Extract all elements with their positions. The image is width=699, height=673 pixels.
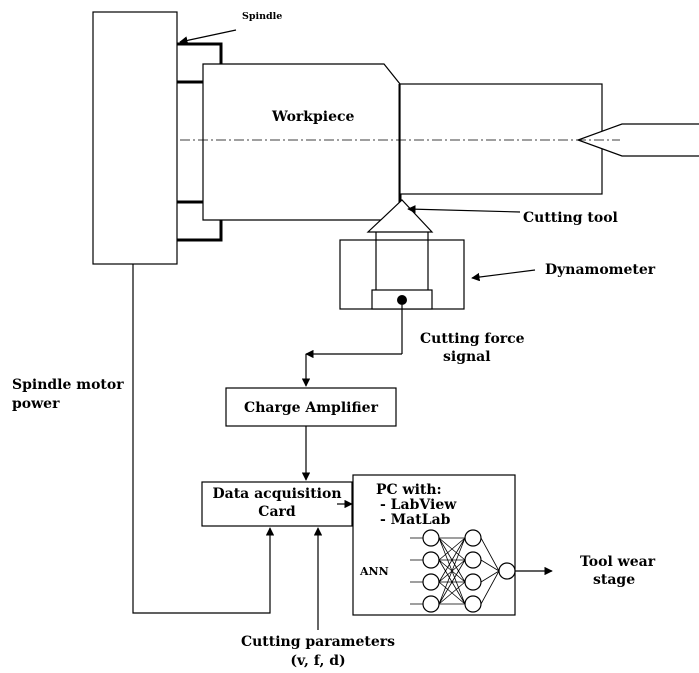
pc-heading: PC with: <box>376 482 442 498</box>
charge-amplifier-box <box>225 387 397 427</box>
daq-label-1: Data acquisition <box>212 486 341 502</box>
dynamometer-arrow <box>471 269 536 282</box>
tool-holder <box>375 232 429 290</box>
ann-neurons <box>422 529 516 613</box>
ann-label: ANN <box>359 565 389 578</box>
cutting-force-label-2: signal <box>443 349 491 365</box>
spindle-motor-label-2: power <box>12 396 60 412</box>
tool-wear-label-1: Tool wear <box>580 554 656 570</box>
cutting-tool-arrow <box>407 205 521 214</box>
ann-network <box>410 537 500 605</box>
daq-label-2: Card <box>258 504 296 520</box>
cutting-tool <box>366 199 434 233</box>
cutting-force-label-1: Cutting force <box>420 331 525 347</box>
pc-item-labview: - LabView <box>380 497 457 513</box>
spindle-label: Spindle <box>242 11 282 22</box>
workpiece-body <box>202 63 401 221</box>
dynamometer-label: Dynamometer <box>545 262 656 278</box>
pc-item-matlab: - MatLab <box>380 512 451 528</box>
cutting-params-label-1: Cutting parameters <box>241 634 395 650</box>
headstock-body <box>92 11 178 265</box>
sensor-output-dot <box>397 295 407 305</box>
spindle-power-line <box>132 264 275 614</box>
cutting-params-label-2: (v, f, d) <box>290 653 345 669</box>
daq-card-box <box>201 481 353 527</box>
cutting-tool-label: Cutting tool <box>523 210 618 226</box>
charge-amplifier-label: Charge Amplifier <box>244 400 379 416</box>
tool-wear-label-2: stage <box>593 572 635 588</box>
workpiece-label: Workpiece <box>271 109 355 125</box>
workpiece-turned-section <box>399 83 603 195</box>
spindle-arrow <box>179 29 237 45</box>
spindle-motor-label-1: Spindle motor <box>12 377 124 393</box>
